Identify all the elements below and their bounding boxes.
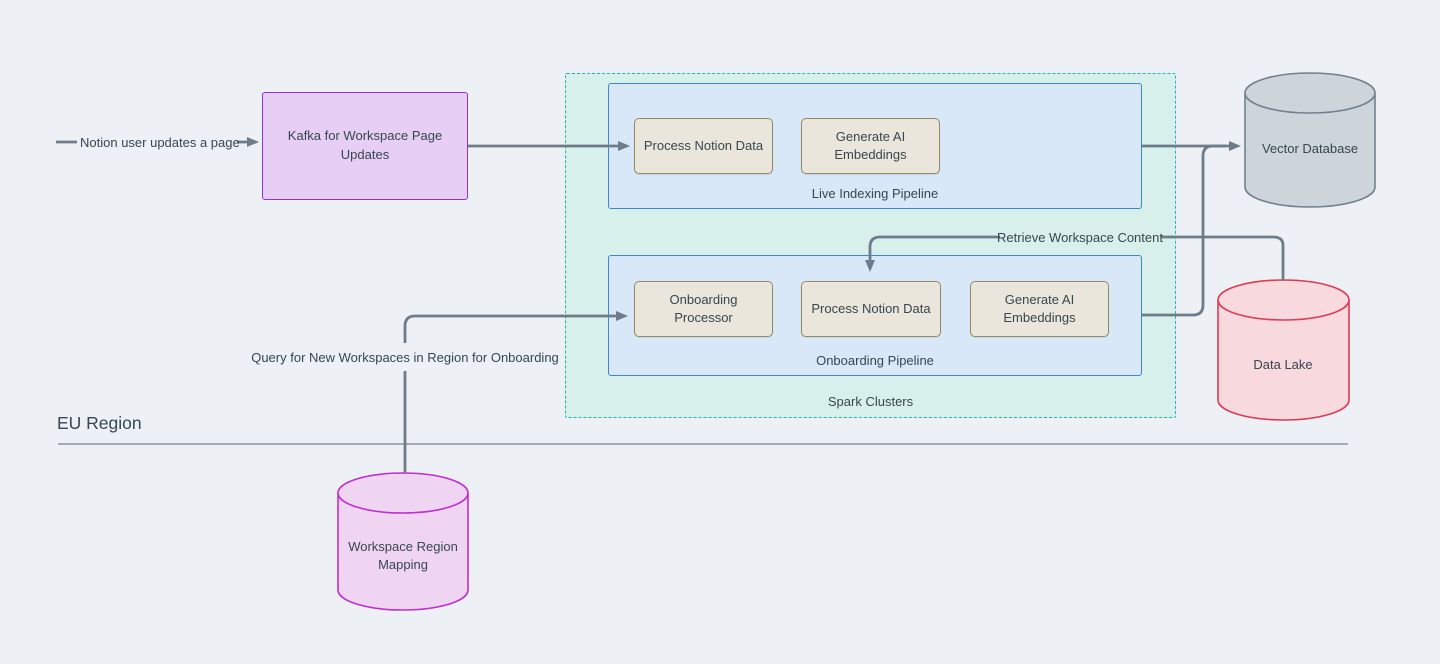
onboarding-pipeline-label: Onboarding Pipeline: [816, 353, 934, 368]
kafka-node: Kafka for Workspace Page Updates: [262, 92, 468, 200]
spark-clusters-label: Spark Clusters: [827, 394, 914, 409]
task-generate-ai-embeddings-onboarding: Generate AI Embeddings: [970, 281, 1109, 337]
live-indexing-pipeline: Process Notion Data Generate AI Embeddin…: [608, 83, 1142, 209]
edge-label-query: Query for New Workspaces in Region for O…: [251, 350, 559, 365]
task-process-notion-data-live: Process Notion Data: [634, 118, 773, 174]
region-label: EU Region: [57, 413, 142, 433]
task-label: Process Notion Data: [811, 301, 931, 317]
data-lake-cylinder: [1217, 279, 1350, 421]
task-label: Generate AI Embeddings: [834, 129, 907, 162]
onboarding-pipeline: Onboarding Processor Process Notion Data…: [608, 255, 1142, 376]
task-onboarding-processor: Onboarding Processor: [634, 281, 773, 337]
task-process-notion-data-onboarding: Process Notion Data: [801, 281, 941, 337]
task-label: Process Notion Data: [643, 138, 764, 154]
edge-label-user-update: Notion user updates a page: [80, 135, 240, 150]
task-generate-ai-embeddings-live: Generate AI Embeddings: [801, 118, 940, 174]
task-label: Generate AI Embeddings: [1003, 292, 1076, 325]
vector-database-label: Vector Database: [1261, 141, 1359, 156]
live-indexing-pipeline-label: Live Indexing Pipeline: [811, 186, 939, 201]
data-lake-label: Data Lake: [1253, 357, 1313, 372]
edge-label-retrieve: Retrieve Workspace Content: [997, 230, 1163, 245]
workspace-region-mapping-label: Workspace Region Mapping: [348, 539, 458, 572]
task-label: Onboarding Processor: [669, 292, 738, 325]
edge-data-lake-retrieve-a: [1161, 235, 1285, 281]
spark-clusters-container: Process Notion Data Generate AI Embeddin…: [565, 73, 1176, 418]
kafka-node-label: Kafka for Workspace Page Updates: [287, 128, 443, 162]
